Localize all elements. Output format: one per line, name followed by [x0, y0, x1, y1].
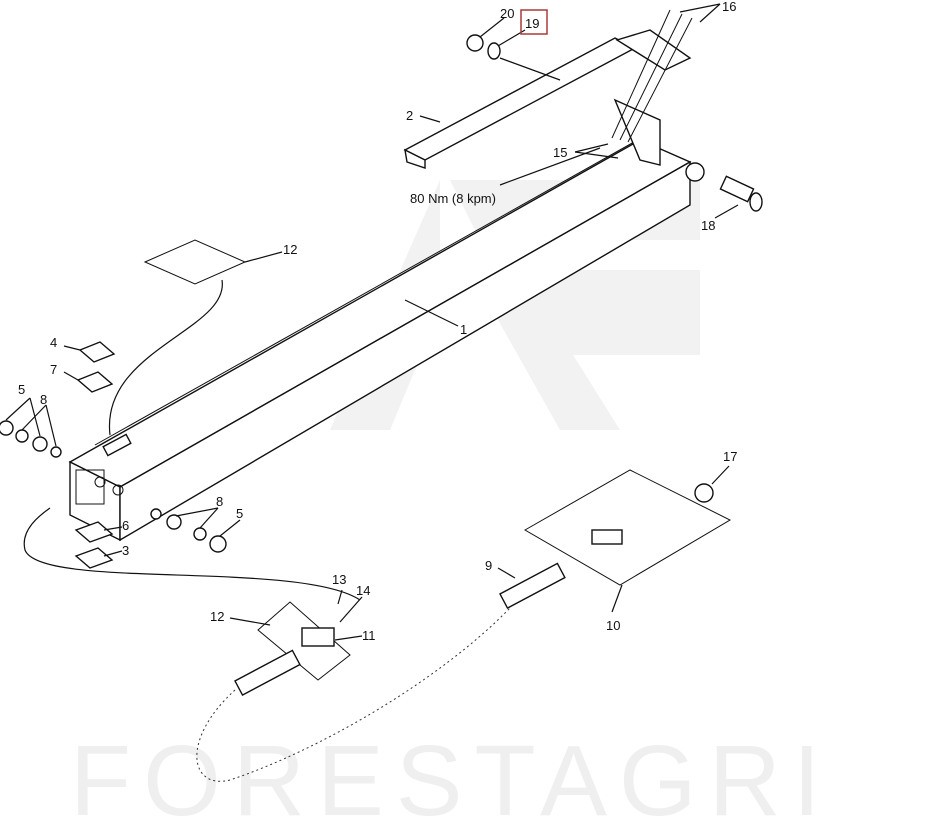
upper-bracket: [403, 9, 705, 182]
label-7: 7: [50, 362, 57, 377]
plate-3: [74, 547, 114, 569]
arrow-12-to-beam: [109, 279, 223, 436]
washers-right: [150, 508, 227, 553]
main-beam: [68, 132, 692, 542]
label-18: 18: [701, 218, 715, 233]
label-4: 4: [50, 335, 57, 350]
label-20: 20: [500, 6, 514, 21]
kit-12-plate: [143, 239, 247, 285]
kit-10-plate: [523, 469, 732, 586]
washers-left: [0, 420, 62, 458]
label-12-top: 12: [283, 242, 297, 257]
leader-lines: [5, 3, 739, 641]
label-13: 13: [332, 572, 346, 587]
label-11: 11: [362, 628, 376, 643]
label-8-right: 8: [216, 494, 223, 509]
washer-19: [487, 42, 501, 60]
label-17: 17: [723, 449, 737, 464]
label-6: 6: [122, 518, 129, 533]
label-16: 16: [722, 0, 736, 14]
label-10: 10: [606, 618, 620, 633]
arrow-bottom: [23, 507, 361, 601]
label-9: 9: [485, 558, 492, 573]
label-8-left: 8: [40, 392, 47, 407]
label-1: 1: [460, 322, 467, 337]
label-2: 2: [406, 108, 413, 123]
link-11: [301, 627, 335, 647]
label-12-bottom: 12: [210, 609, 224, 624]
plate-6: [74, 521, 114, 543]
torque-spec: 80 Nm (8 kpm): [410, 191, 496, 206]
label-5-left: 5: [18, 382, 25, 397]
nut-20: [466, 34, 484, 52]
label-5-right: 5: [236, 506, 243, 521]
chain-segment: [234, 649, 301, 697]
plate-7: [76, 371, 114, 393]
watermark-text: FORESTAGRI: [70, 725, 833, 834]
plate-4: [78, 341, 116, 363]
nut-17: [694, 483, 714, 503]
label-14: 14: [356, 583, 370, 598]
chain-path: [196, 607, 511, 782]
label-3: 3: [122, 543, 129, 558]
pin-18: [719, 175, 763, 212]
highlight-box-19: [520, 9, 548, 35]
link-10: [591, 529, 623, 545]
label-15: 15: [553, 145, 567, 160]
label-19: 19: [525, 16, 539, 31]
chain-9: [499, 562, 566, 610]
